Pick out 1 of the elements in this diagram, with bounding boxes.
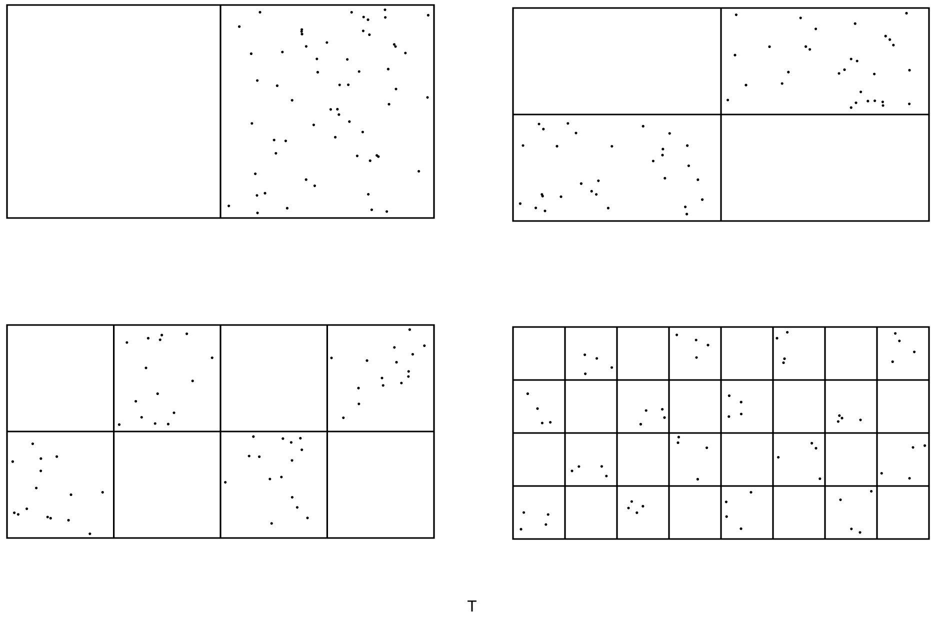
axis-label: T [467, 600, 477, 612]
